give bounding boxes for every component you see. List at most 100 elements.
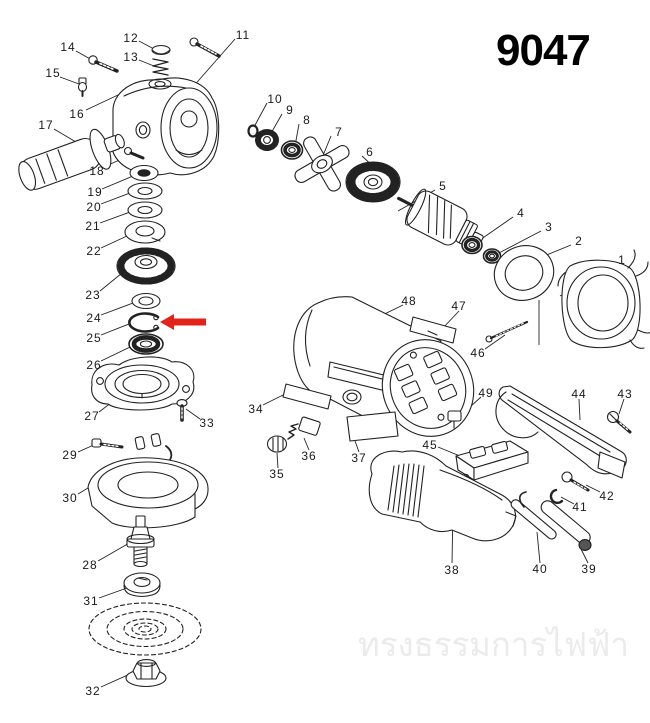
part-label-25: 25 (86, 331, 102, 345)
part-label-5: 5 (439, 179, 447, 193)
part-label-37: 37 (351, 451, 367, 465)
part-label-42: 42 (599, 489, 615, 503)
part-label-34: 34 (248, 402, 264, 416)
part-44-switch-lever (495, 385, 627, 479)
part-label-7: 7 (335, 125, 343, 139)
part-label-46: 46 (470, 346, 486, 360)
part-37-plate (346, 411, 399, 442)
part-label-8: 8 (303, 113, 311, 127)
part-10-ring (247, 124, 259, 138)
part-13-spring (152, 58, 169, 76)
part-12-cap (151, 44, 171, 56)
part-label-39: 39 (581, 562, 597, 576)
part-label-14: 14 (60, 40, 76, 54)
part-38-rear-handle (368, 450, 517, 542)
watermark-text: ทรงธรรมการไฟฟ้า (358, 626, 630, 663)
part-1-field-stator (557, 249, 650, 349)
part-18-screw (123, 146, 145, 160)
part-39-cord (540, 500, 592, 551)
part-label-31: 31 (83, 594, 99, 608)
part-40-cord-guard (510, 491, 557, 540)
part-28-spindle (126, 515, 155, 568)
part-label-47: 47 (451, 299, 467, 313)
part-6-fan (345, 161, 401, 203)
part-27-bearing-box (91, 356, 195, 411)
part-22-clutch-plate (124, 220, 166, 244)
part-label-28: 28 (82, 558, 98, 572)
part-25-circlip (128, 312, 160, 333)
part-label-10: 10 (267, 92, 283, 106)
part-9-pinion-gear (255, 129, 279, 151)
part-label-27: 27 (84, 409, 100, 423)
part-label-30: 30 (62, 491, 78, 505)
part-label-3: 3 (545, 220, 553, 234)
part-26-ball-bearing (128, 333, 164, 355)
part-label-20: 20 (86, 200, 102, 214)
part-2-ring (493, 245, 555, 301)
part-label-15: 15 (45, 66, 61, 80)
part-label-19: 19 (87, 185, 103, 199)
part-label-16: 16 (69, 107, 85, 121)
part-49-terminal (447, 410, 462, 429)
part-label-29: 29 (62, 448, 78, 462)
part-label-6: 6 (366, 145, 374, 159)
model-number-title: 9047 (496, 26, 591, 75)
part-24-flat-washer (131, 292, 161, 310)
part-35-brush-cap (266, 435, 288, 453)
part-label-48: 48 (401, 294, 417, 308)
part-20-washer (127, 182, 163, 200)
part-label-9: 9 (286, 103, 294, 117)
part-label-32: 32 (85, 684, 101, 698)
part-label-49: 49 (478, 386, 494, 400)
part-label-43: 43 (617, 387, 633, 401)
part-7-baffle-plate (294, 136, 350, 192)
part-45-switch (455, 440, 529, 481)
grinding-wheel-dashed (88, 602, 202, 656)
part-label-38: 38 (444, 563, 460, 577)
part-4-bearing (461, 235, 483, 255)
part-label-36: 36 (301, 449, 317, 463)
part-8-bearing (280, 140, 304, 160)
part-label-1: 1 (618, 253, 626, 267)
part-label-21: 21 (85, 219, 101, 233)
part-label-18: 18 (89, 164, 105, 178)
part-label-40: 40 (532, 562, 548, 576)
part-16-gear-housing (112, 77, 220, 176)
part-label-33: 33 (199, 416, 215, 430)
part-47-label (409, 316, 457, 344)
part-label-44: 44 (571, 387, 587, 401)
part-31-inner-flange (123, 572, 161, 598)
part-32-lock-nut (125, 659, 167, 688)
part-label-2: 2 (575, 234, 583, 248)
part-36-carbon-brush (287, 416, 321, 440)
part-3-bearing (482, 248, 502, 264)
part-23-bevel-gear (116, 247, 176, 285)
part-label-11: 11 (235, 28, 251, 42)
part-11-screw (189, 37, 221, 58)
part-label-4: 4 (517, 206, 525, 220)
part-41-clip (549, 488, 564, 504)
part-label-12: 12 (123, 31, 139, 45)
part-34-name-plate (282, 383, 332, 410)
part-label-17: 17 (38, 118, 54, 132)
part-label-22: 22 (86, 244, 102, 258)
part-label-35: 35 (269, 467, 285, 481)
highlight-arrow (160, 314, 206, 330)
part-label-24: 24 (86, 311, 102, 325)
part-42-screw (561, 471, 590, 492)
part-21-washer (127, 201, 163, 219)
part-17-side-handle (18, 128, 125, 191)
part-43-screw (606, 410, 632, 434)
part-33-screw (176, 399, 188, 422)
part-15-bolt (77, 77, 88, 97)
part-46-screw (485, 320, 529, 343)
part-29-clamp-bolt (91, 438, 124, 449)
part-30-wheel-guard (87, 433, 209, 529)
part-label-13: 13 (123, 50, 139, 64)
part-label-45: 45 (422, 438, 438, 452)
part-48-motor-housing (293, 296, 475, 437)
part-label-26: 26 (86, 358, 102, 372)
part-label-23: 23 (85, 288, 101, 302)
